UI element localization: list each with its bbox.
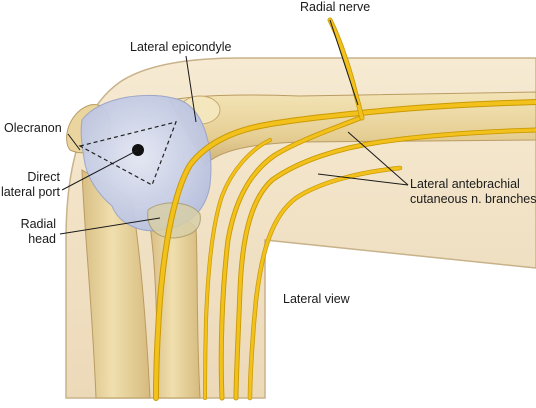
leader-radial-nerve	[329, 19, 359, 106]
label-direct-lateral-port-line1: Direct	[27, 170, 60, 184]
leader-branch-b	[317, 173, 409, 186]
label-lateral-antebrachial: Lateral antebrachial cutaneous n. branch…	[410, 177, 536, 207]
label-lateral-antebrachial-line2: cutaneous n. branches	[410, 192, 536, 206]
leader-olecranon	[67, 133, 81, 151]
leader-lateral-epicondyle	[185, 55, 197, 123]
label-olecranon: Olecranon	[4, 121, 62, 135]
leader-lines	[59, 19, 409, 235]
label-direct-lateral-port: Direct lateral port	[0, 170, 60, 200]
label-lateral-view: Lateral view	[283, 292, 350, 306]
label-radial-head: Radial head	[0, 217, 56, 247]
label-radial-head-line1: Radial	[20, 217, 56, 231]
label-radial-nerve: Radial nerve	[300, 0, 371, 14]
leader-direct-lateral-port	[61, 149, 139, 191]
leader-branch-a	[347, 131, 409, 186]
radial-nerve-group	[153, 17, 536, 401]
anconeus-triangle	[78, 121, 177, 186]
label-direct-lateral-port-line2: lateral port	[0, 185, 60, 199]
label-radial-head-line2: head	[28, 232, 56, 246]
label-lateral-epicondyle: Lateral epicondyle	[130, 40, 232, 54]
leader-radial-head	[59, 217, 161, 235]
label-lateral-antebrachial-line1: Lateral antebrachial	[410, 177, 520, 191]
